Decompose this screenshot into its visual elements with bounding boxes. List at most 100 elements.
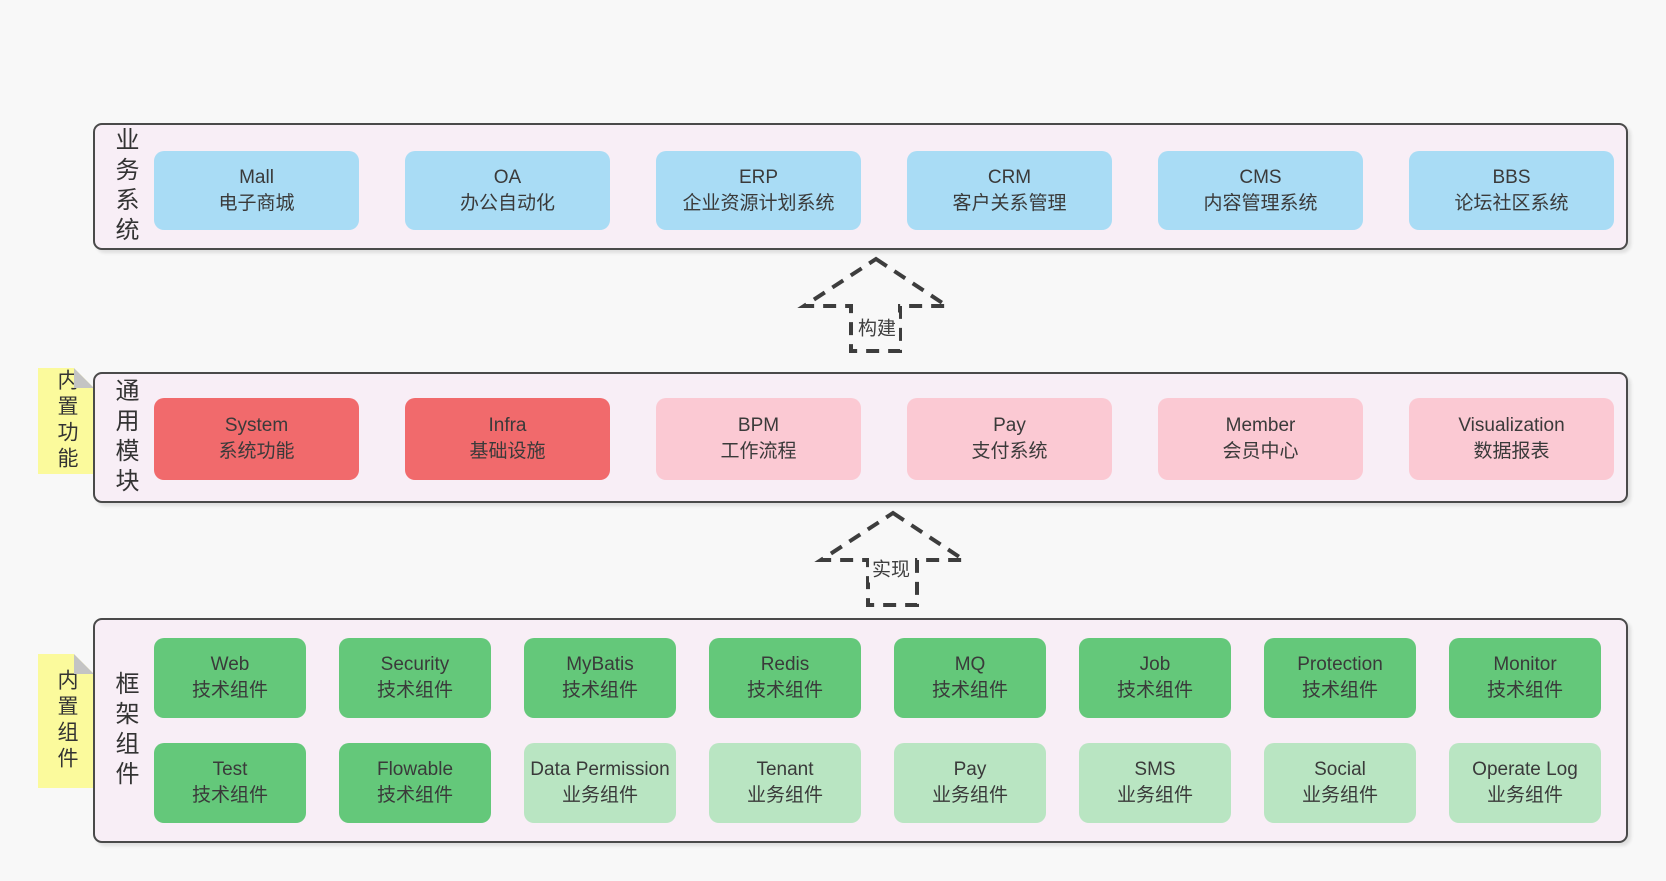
box-redis: Redis 技术组件: [709, 638, 861, 718]
box-cms: CMS 内容管理系统: [1158, 151, 1363, 230]
box-title: Operate Log: [1472, 759, 1578, 780]
box-title: System: [224, 415, 289, 436]
box-subtitle: 技术组件: [746, 680, 823, 701]
box-security: Security 技术组件: [339, 638, 491, 718]
framework-components-label: 框架组件: [111, 670, 138, 791]
box-subtitle: 论坛社区系统: [1454, 192, 1569, 214]
box-title: Security: [380, 654, 450, 675]
box-subtitle: 技术组件: [191, 680, 268, 701]
box-title: Test: [212, 759, 248, 780]
box-subtitle: 电子商城: [218, 192, 295, 214]
box-title: Tenant: [756, 759, 814, 780]
box-subtitle: 支付系统: [971, 441, 1048, 462]
box-mall: Mall 电子商城: [154, 151, 359, 230]
box-visualization: Visualization 数据报表: [1409, 398, 1614, 480]
common-modules-label: 通用模块: [111, 377, 138, 498]
box-title: MyBatis: [566, 654, 634, 675]
box-bpm: BPM 工作流程: [656, 398, 861, 480]
builtin-features-tab-label: 内置功能: [55, 369, 78, 473]
box-title: BPM: [737, 415, 780, 436]
implement-arrow: [803, 508, 983, 608]
box-mybatis: MyBatis 技术组件: [524, 638, 676, 718]
box-title: Monitor: [1493, 654, 1557, 675]
box-system: System 系统功能: [154, 398, 359, 480]
box-title: SMS: [1134, 759, 1176, 780]
box-subtitle: 客户关系管理: [952, 192, 1067, 214]
implement-arrow-label: 实现: [868, 553, 914, 583]
box-subtitle: 技术组件: [1301, 680, 1378, 701]
box-title: Infra: [488, 415, 527, 436]
box-subtitle: 系统功能: [218, 441, 295, 462]
box-title: Flowable: [376, 759, 454, 780]
box-test: Test 技术组件: [154, 743, 306, 823]
box-subtitle: 技术组件: [931, 680, 1008, 701]
box-title: CRM: [987, 166, 1032, 188]
box-subtitle: 会员中心: [1222, 441, 1299, 462]
box-protection: Protection 技术组件: [1264, 638, 1416, 718]
box-operate-log: Operate Log 业务组件: [1449, 743, 1601, 823]
box-title: OA: [493, 166, 522, 188]
box-monitor: Monitor 技术组件: [1449, 638, 1601, 718]
box-data-permission: Data Permission 业务组件: [524, 743, 676, 823]
box-mq: MQ 技术组件: [894, 638, 1046, 718]
box-pay: Pay 支付系统: [907, 398, 1112, 480]
box-social: Social 业务组件: [1264, 743, 1416, 823]
box-subtitle: 业务组件: [931, 785, 1008, 806]
box-subtitle: 技术组件: [191, 785, 268, 806]
builtin-components-tab-label: 内置组件: [55, 669, 78, 773]
business-systems-label: 业务系统: [111, 126, 138, 247]
box-title: Protection: [1297, 654, 1383, 675]
box-subtitle: 业务组件: [746, 785, 823, 806]
box-infra: Infra 基础设施: [405, 398, 610, 480]
box-title: BBS: [1492, 166, 1531, 188]
box-title: Data Permission: [530, 759, 670, 780]
box-subtitle: 基础设施: [469, 441, 546, 462]
box-oa: OA 办公自动化: [405, 151, 610, 230]
build-arrow: [786, 254, 966, 354]
box-title: Visualization: [1458, 415, 1565, 436]
box-crm: CRM 客户关系管理: [907, 151, 1112, 230]
box-subtitle: 业务组件: [1116, 785, 1193, 806]
box-subtitle: 内容管理系统: [1203, 192, 1318, 214]
box-bbs: BBS 论坛社区系统: [1409, 151, 1614, 230]
box-web: Web 技术组件: [154, 638, 306, 718]
box-title: Pay: [993, 415, 1026, 436]
box-title: Pay: [953, 759, 987, 780]
box-pay: Pay 业务组件: [894, 743, 1046, 823]
box-subtitle: 企业资源计划系统: [682, 192, 835, 214]
box-subtitle: 业务组件: [1301, 785, 1378, 806]
common-modules-layer: 通用模块 System 系统功能 Infra 基础设施 BPM 工作流程 Pay 支付系统 Me…: [93, 372, 1628, 503]
box-subtitle: 数据报表: [1473, 441, 1550, 462]
box-subtitle: 技术组件: [561, 680, 638, 701]
box-sms: SMS 业务组件: [1079, 743, 1231, 823]
build-arrow-label: 构建: [854, 312, 900, 342]
box-subtitle: 业务组件: [561, 785, 638, 806]
box-subtitle: 业务组件: [1486, 785, 1563, 806]
builtin-features-tab: 内置功能: [38, 368, 94, 474]
box-title: CMS: [1239, 166, 1282, 188]
box-subtitle: 技术组件: [376, 680, 453, 701]
box-title: Mall: [239, 166, 274, 188]
box-subtitle: 技术组件: [1486, 680, 1563, 701]
box-title: Web: [210, 654, 250, 675]
box-title: Redis: [760, 654, 810, 675]
box-title: MQ: [954, 654, 986, 675]
box-subtitle: 技术组件: [1116, 680, 1193, 701]
box-title: Social: [1314, 759, 1366, 780]
box-subtitle: 技术组件: [376, 785, 453, 806]
box-subtitle: 办公自动化: [459, 192, 555, 214]
box-flowable: Flowable 技术组件: [339, 743, 491, 823]
box-subtitle: 工作流程: [720, 441, 797, 462]
box-tenant: Tenant 业务组件: [709, 743, 861, 823]
builtin-components-tab: 内置组件: [38, 654, 94, 788]
